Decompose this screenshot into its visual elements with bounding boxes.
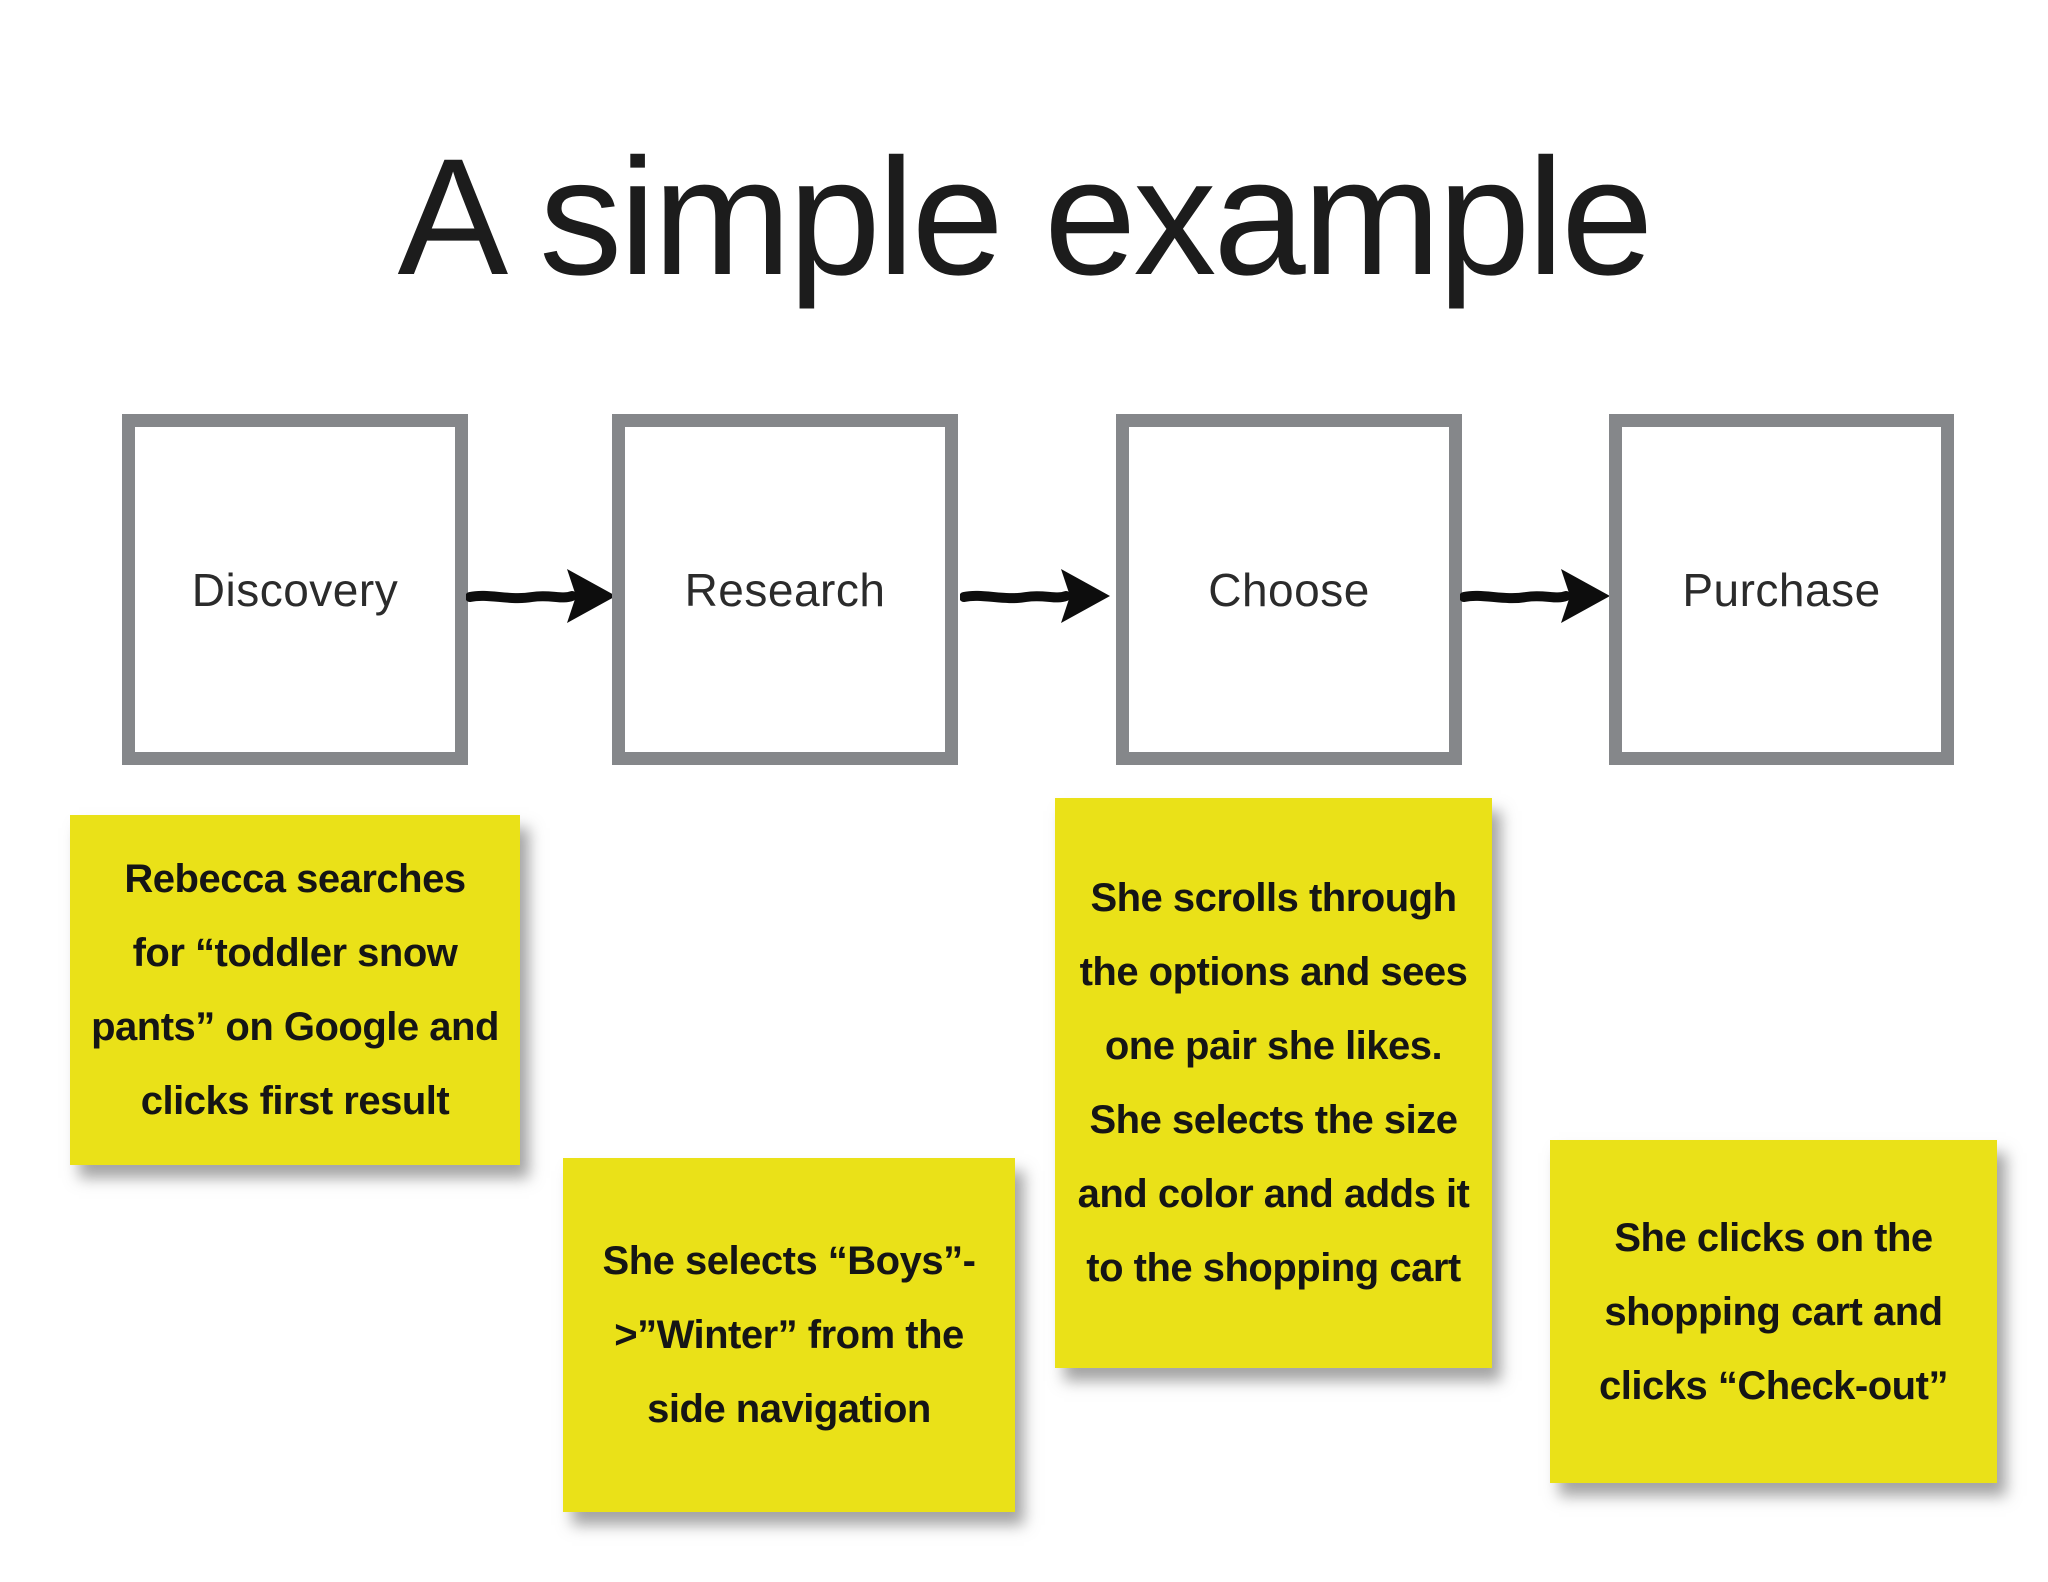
step-box-choose: Choose <box>1116 414 1462 765</box>
step-label: Choose <box>1208 563 1370 616</box>
sticky-note-text: Rebecca searches for “toddler snow pants… <box>91 857 499 1123</box>
step-box-purchase: Purchase <box>1609 414 1954 765</box>
sticky-note-text: She selects “Boys”- >”Winter” from the s… <box>602 1239 976 1431</box>
arrow-right-icon <box>466 569 616 623</box>
sticky-note-text: She scrolls through the options and sees… <box>1077 876 1470 1290</box>
sticky-note-discovery: Rebecca searches for “toddler snow pants… <box>70 815 520 1165</box>
step-box-discovery: Discovery <box>122 414 468 765</box>
slide-title: A simple example <box>397 125 1654 310</box>
step-label: Purchase <box>1682 563 1881 616</box>
step-label: Discovery <box>191 563 399 616</box>
sticky-note-choose: She scrolls through the options and sees… <box>1055 798 1492 1368</box>
sticky-note-research: She selects “Boys”- >”Winter” from the s… <box>563 1158 1015 1512</box>
arrow-right-icon <box>960 569 1110 623</box>
step-label: Research <box>684 563 886 616</box>
step-box-research: Research <box>612 414 958 765</box>
sticky-note-purchase: She clicks on the shopping cart and clic… <box>1550 1140 1997 1483</box>
sticky-note-text: She clicks on the shopping cart and clic… <box>1599 1215 1948 1408</box>
arrow-right-icon <box>1460 569 1610 623</box>
